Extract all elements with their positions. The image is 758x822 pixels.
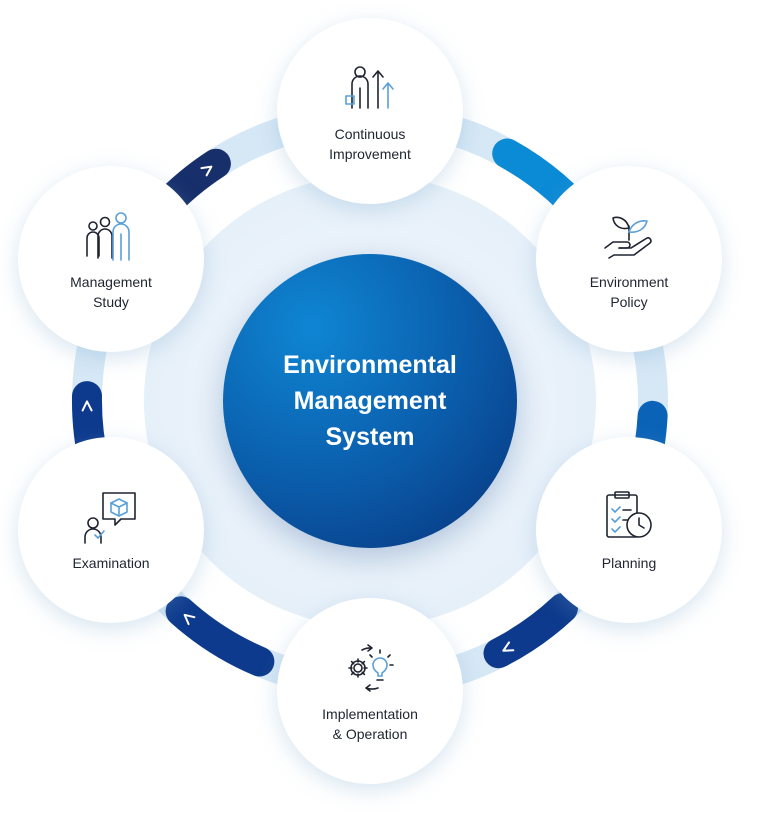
chevron-icon [502, 641, 515, 652]
arrow-arc-4 [165, 596, 275, 677]
node-label: Examination [72, 555, 150, 571]
hand-plant-icon [604, 216, 652, 259]
center-title: Environmental Management System [283, 351, 457, 451]
node-label: Management Study [70, 274, 152, 310]
chevron-icon [81, 400, 93, 412]
node-label: Environment Policy [589, 274, 669, 310]
person-box-chat-icon [84, 492, 136, 544]
chevron-icon [200, 165, 213, 177]
node-environment-policy: Environment Policy [536, 166, 722, 352]
node-label: Continuous Improvement [329, 126, 411, 162]
node-examination: Examination [18, 437, 204, 623]
clipboard-clock-icon [606, 491, 652, 538]
node-continuous-improvement: Continuous Improvement [277, 18, 463, 204]
arrow-arc-3 [483, 593, 578, 669]
team-people-icon [86, 212, 130, 261]
node-planning: Planning [536, 437, 722, 623]
node-label: Planning [601, 555, 657, 571]
node-label: Implementation & Operation [322, 706, 418, 742]
node-management-study: Management Study [18, 166, 204, 352]
node-implementation-operation: Implementation & Operation [277, 598, 463, 784]
chevron-icon [183, 613, 196, 626]
center-hub: Environmental Management System [223, 254, 517, 548]
person-growth-arrows-icon [345, 66, 394, 109]
gear-lightbulb-cycle-icon [348, 644, 394, 692]
